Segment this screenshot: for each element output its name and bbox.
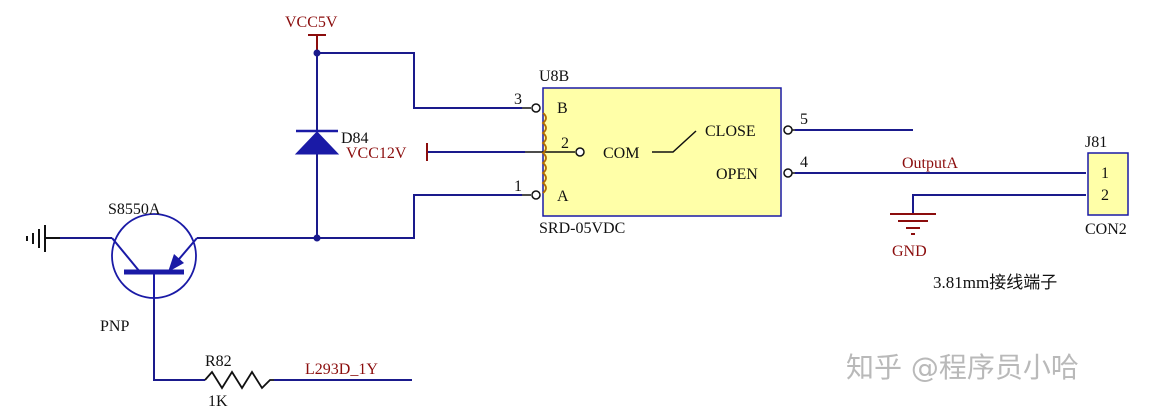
wire-gnd-to-con2: [912, 194, 1086, 214]
resistor-designator: R82: [205, 353, 232, 370]
relay-switch-arm: [652, 130, 697, 153]
terminal-caption: 3.81mm接线端子: [933, 273, 1057, 292]
diode-label: D84: [341, 130, 369, 147]
diode-d84: [294, 129, 340, 155]
connector-pin2: 2: [1101, 187, 1109, 204]
connector-body: [1087, 152, 1129, 216]
resistor-value: 1K: [208, 393, 228, 410]
l293d-label: L293D_1Y: [305, 361, 378, 378]
connector-designator: J81: [1085, 134, 1107, 151]
connector-type: CON2: [1085, 221, 1127, 238]
wires: [60, 52, 1086, 381]
outputA-label: OutputA: [902, 155, 958, 172]
relay-left-pins: [522, 103, 551, 200]
gnd-symbol: [890, 213, 936, 235]
junction-dot-top: [313, 49, 321, 57]
pin3-number: 3: [514, 91, 522, 108]
transistor-type: PNP: [100, 318, 129, 335]
wire-collector-to-pin1: [197, 194, 522, 239]
relay-part-number: SRD-05VDC: [539, 220, 625, 237]
com-contact: [575, 147, 585, 157]
watermark: 知乎 @程序员小哈: [846, 351, 1079, 384]
wire-vcc-to-pin3: [317, 52, 522, 109]
transistor-label: S8550A: [108, 201, 161, 218]
pin-a-label: A: [557, 188, 569, 205]
com-label: COM: [603, 145, 639, 162]
pin4-contact: [783, 168, 793, 178]
relay-coil: [541, 112, 547, 194]
wire-base-to-resistor: [153, 300, 205, 381]
pnp-transistor: [111, 213, 198, 300]
close-label: CLOSE: [705, 123, 756, 140]
gnd-label: GND: [892, 243, 927, 260]
pin5-number: 5: [800, 111, 808, 128]
connector-pin1: 1: [1101, 165, 1109, 182]
vcc5v-label: VCC5V: [285, 14, 338, 31]
relay-designator: U8B: [539, 68, 569, 85]
pin5-contact: [783, 125, 793, 135]
open-label: OPEN: [716, 166, 758, 183]
vcc12v-label: VCC12V: [346, 145, 407, 162]
pin-b-label: B: [557, 100, 568, 117]
pin1-number: 1: [514, 178, 522, 195]
pin4-number: 4: [800, 154, 808, 171]
junction-dot-bottom: [313, 234, 321, 242]
pin2-number: 2: [561, 135, 569, 152]
emitter-ground-symbol: [26, 225, 60, 252]
resistor-r82: [204, 370, 274, 390]
